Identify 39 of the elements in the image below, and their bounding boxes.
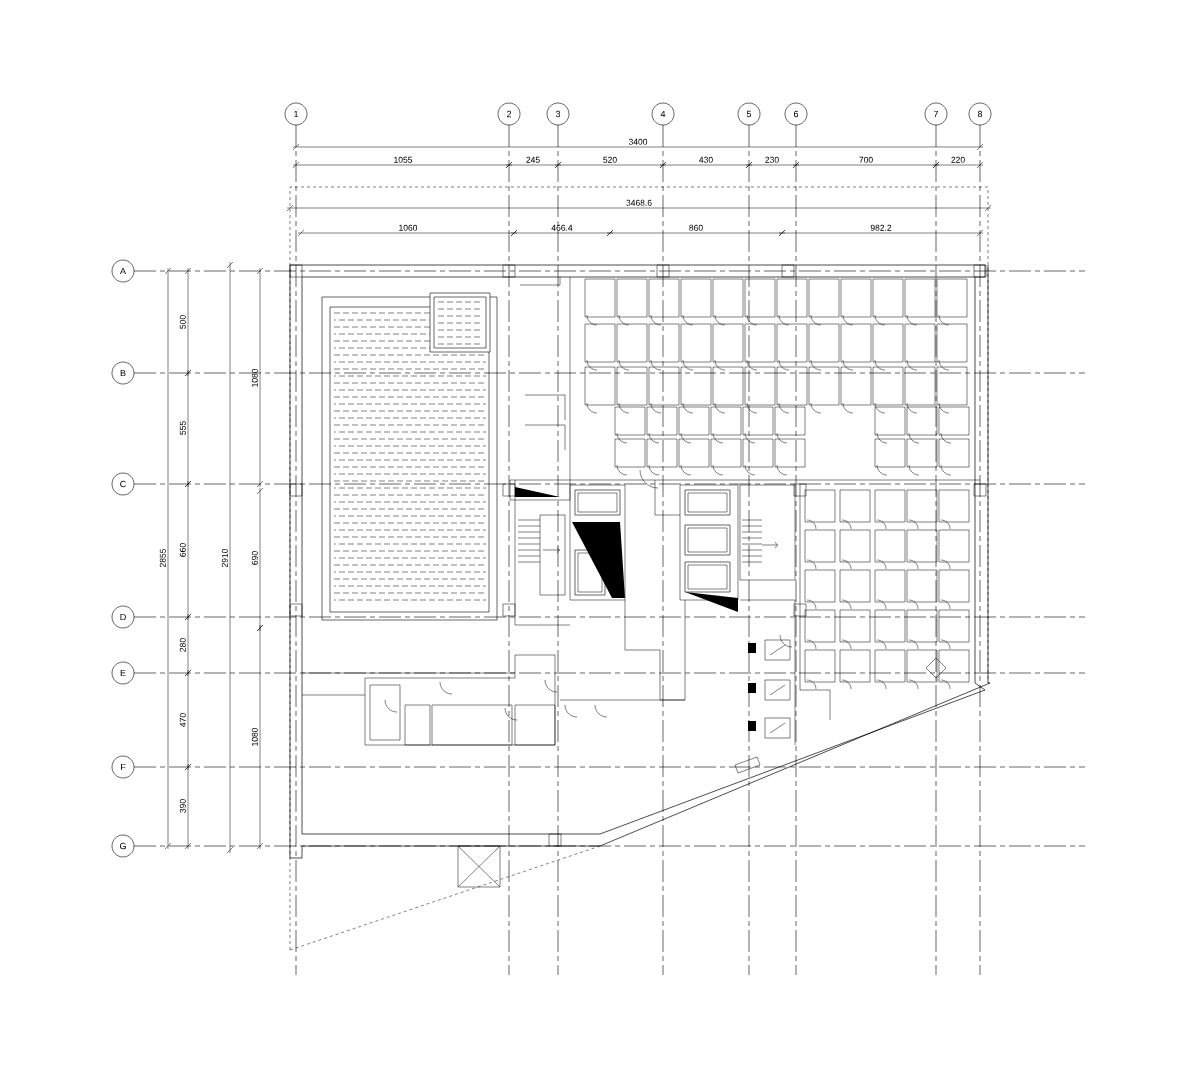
dimension-text: 1080 (251, 368, 258, 387)
grid-bubble: D (111, 605, 135, 629)
dimension-text: 1060 (399, 224, 418, 231)
dimension-text: 2910 (221, 548, 228, 568)
dimension-text: 245 (526, 156, 540, 163)
grid-bubble: 3 (546, 102, 570, 126)
dimension-text: 466.4 (551, 224, 573, 231)
grid-bubble: 2 (497, 102, 521, 126)
dimension-text: 230 (765, 156, 779, 163)
dimension-text: 660 (179, 543, 186, 557)
dimension-text: 220 (951, 156, 965, 163)
grid-bubble: F (111, 755, 135, 779)
grid-bubble: B (111, 361, 135, 385)
dimension-text: 1080 (251, 727, 258, 746)
dimension-text: 555 (179, 421, 186, 435)
grid-bubble: G (111, 834, 135, 858)
dimension-text: 2855 (159, 548, 166, 568)
dimension-text: 3468.6 (626, 199, 652, 206)
dimension-text: 690 (251, 551, 258, 565)
dimension-text: 860 (689, 224, 703, 231)
dimension-text: 3400 (628, 138, 648, 145)
grid-bubble: E (111, 661, 135, 685)
grid-bubble: C (111, 472, 135, 496)
grid-bubble: 7 (924, 102, 948, 126)
dimension-text: 982.2 (870, 224, 892, 231)
dimension-text: 500 (179, 315, 186, 329)
grid-bubble: 4 (651, 102, 675, 126)
dimension-text: 1055 (394, 156, 413, 163)
dimension-text: 470 (179, 713, 186, 727)
dimension-text: 700 (859, 156, 873, 163)
grid-bubble: 6 (784, 102, 808, 126)
dimension-text: 430 (699, 156, 713, 163)
grid-bubble: 1 (284, 102, 308, 126)
dimension-text: 390 (179, 799, 186, 813)
grid-bubble: 8 (968, 102, 992, 126)
grid-bubble: 5 (737, 102, 761, 126)
dimension-text: 520 (603, 156, 617, 163)
dimension-text: 280 (179, 638, 186, 652)
grid-bubble: A (111, 259, 135, 283)
